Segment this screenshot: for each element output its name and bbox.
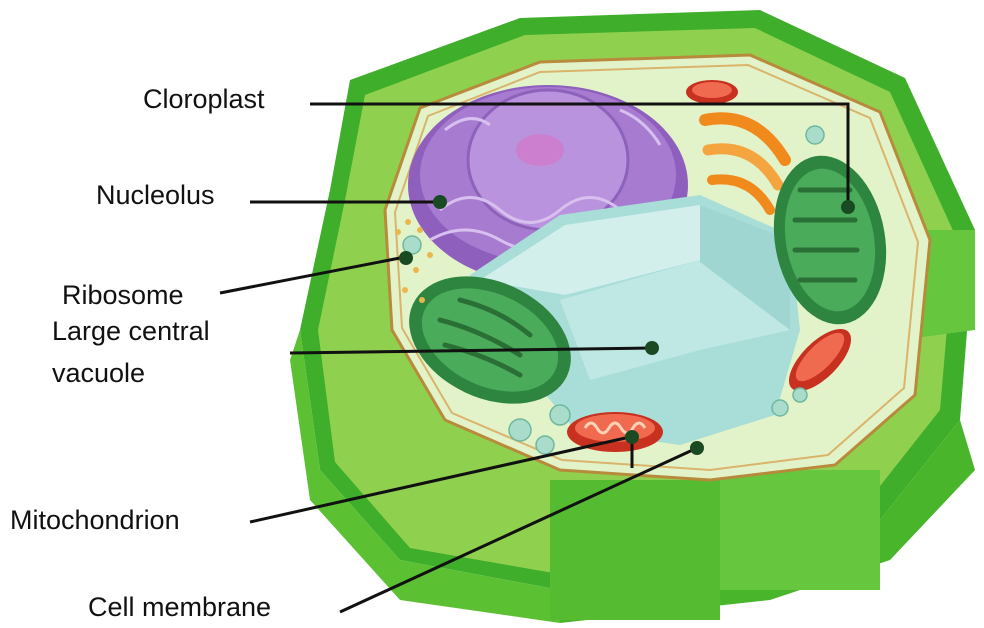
mitochondrion-bottom — [567, 412, 663, 452]
label-chloroplast: Cloroplast — [143, 84, 265, 115]
label-nucleolus: Nucleolus — [96, 180, 215, 211]
label-vacuole-line2: vacuole — [52, 358, 145, 389]
mitochondrion-top — [686, 80, 738, 104]
label-mitochondrion: Mitochondrion — [10, 505, 180, 536]
label-vacuole-line1: Large central — [52, 316, 210, 347]
label-cell-membrane: Cell membrane — [88, 592, 271, 623]
label-ribosome: Ribosome — [62, 280, 184, 311]
